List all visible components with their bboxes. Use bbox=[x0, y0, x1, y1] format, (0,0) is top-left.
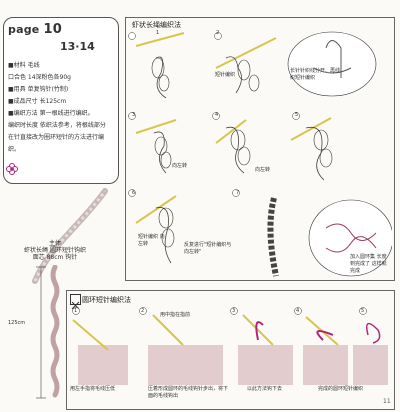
page-word: page bbox=[8, 23, 40, 36]
step-note: 短针编织 向左转 bbox=[138, 234, 165, 247]
info-panel bbox=[3, 17, 119, 184]
step-number: 5 bbox=[361, 308, 365, 314]
step-note: 短针编织 bbox=[215, 72, 236, 78]
step-number: 3 bbox=[232, 308, 236, 314]
step-note: 完成的圆环短针编织 bbox=[318, 386, 364, 392]
length-label: 125cm bbox=[8, 320, 26, 326]
loop-stitch-steps-illustration bbox=[72, 307, 388, 385]
product-cord-illustration bbox=[32, 188, 108, 284]
step-note: 反复进行"短针编织与向左转" bbox=[184, 242, 232, 255]
step-note: 压着形成圆环的毛线钩针步出，将下面的毛线钩出 bbox=[148, 386, 229, 399]
step-note: 长针针织线分开、再线 织短针编织 bbox=[290, 68, 341, 81]
length-indicator bbox=[36, 266, 46, 399]
page-number: 10 bbox=[43, 22, 62, 37]
step-note: 用左手指将毛线压低 bbox=[70, 386, 116, 392]
info-row: ■成品尺寸 长125cm bbox=[8, 98, 67, 105]
step-note: 加入圆环集 长度到完成了 这样就完成 bbox=[350, 254, 387, 274]
step-number: 6 bbox=[132, 190, 136, 196]
info-row: ■用具 单复钩针(竹制) bbox=[8, 86, 69, 93]
top-panel-title: 虾状长绳编织法 bbox=[132, 21, 181, 29]
close-icon bbox=[70, 294, 81, 310]
step-number: 2 bbox=[141, 308, 145, 314]
product-title-line: 主体 bbox=[48, 240, 61, 247]
step-number: 1 bbox=[74, 308, 78, 314]
step-note: 向左转 bbox=[172, 163, 188, 169]
step-note: 用中指在指前 bbox=[160, 312, 191, 318]
info-description: 编织时长度 依织法参考，将根线部分 在针直接改为圈环短针的方法进行编织。 bbox=[8, 122, 106, 153]
info-row: 口合色 14深粉色各90g bbox=[8, 74, 71, 81]
step-number: 7 bbox=[236, 190, 240, 196]
product-title-line: 虾状长绳 圆环短针钩织 bbox=[24, 247, 86, 254]
step-number: 2 bbox=[216, 30, 220, 36]
step-number: 3 bbox=[132, 112, 136, 118]
product-title-line: 面芯 88cm 钩针 bbox=[32, 254, 78, 261]
info-row: ■材料 毛线 bbox=[8, 62, 40, 69]
step-number: 4 bbox=[215, 112, 219, 118]
flower-icon bbox=[6, 163, 18, 175]
step-number: 5 bbox=[295, 112, 299, 118]
product-title: 主体 虾状长绳 圆环短针钩织 面芯 88cm 钩针 bbox=[0, 240, 110, 261]
page-label: page 10 bbox=[8, 22, 62, 37]
crochet-steps-illustration bbox=[128, 31, 392, 277]
product-cord-vertical bbox=[50, 265, 60, 398]
bottom-panel-title: 圆环短针编织法 bbox=[82, 296, 131, 304]
page-footer-number: 11 bbox=[383, 398, 391, 405]
step-note: 以此方法钩下去 bbox=[247, 386, 283, 392]
step-number: 4 bbox=[296, 308, 300, 314]
info-row: ■编织方法 第一根线进行编织。 bbox=[8, 110, 94, 117]
step-note: 向左转 bbox=[255, 167, 271, 173]
step-number: 1 bbox=[156, 30, 160, 36]
pattern-id: 13·14 bbox=[60, 40, 95, 53]
